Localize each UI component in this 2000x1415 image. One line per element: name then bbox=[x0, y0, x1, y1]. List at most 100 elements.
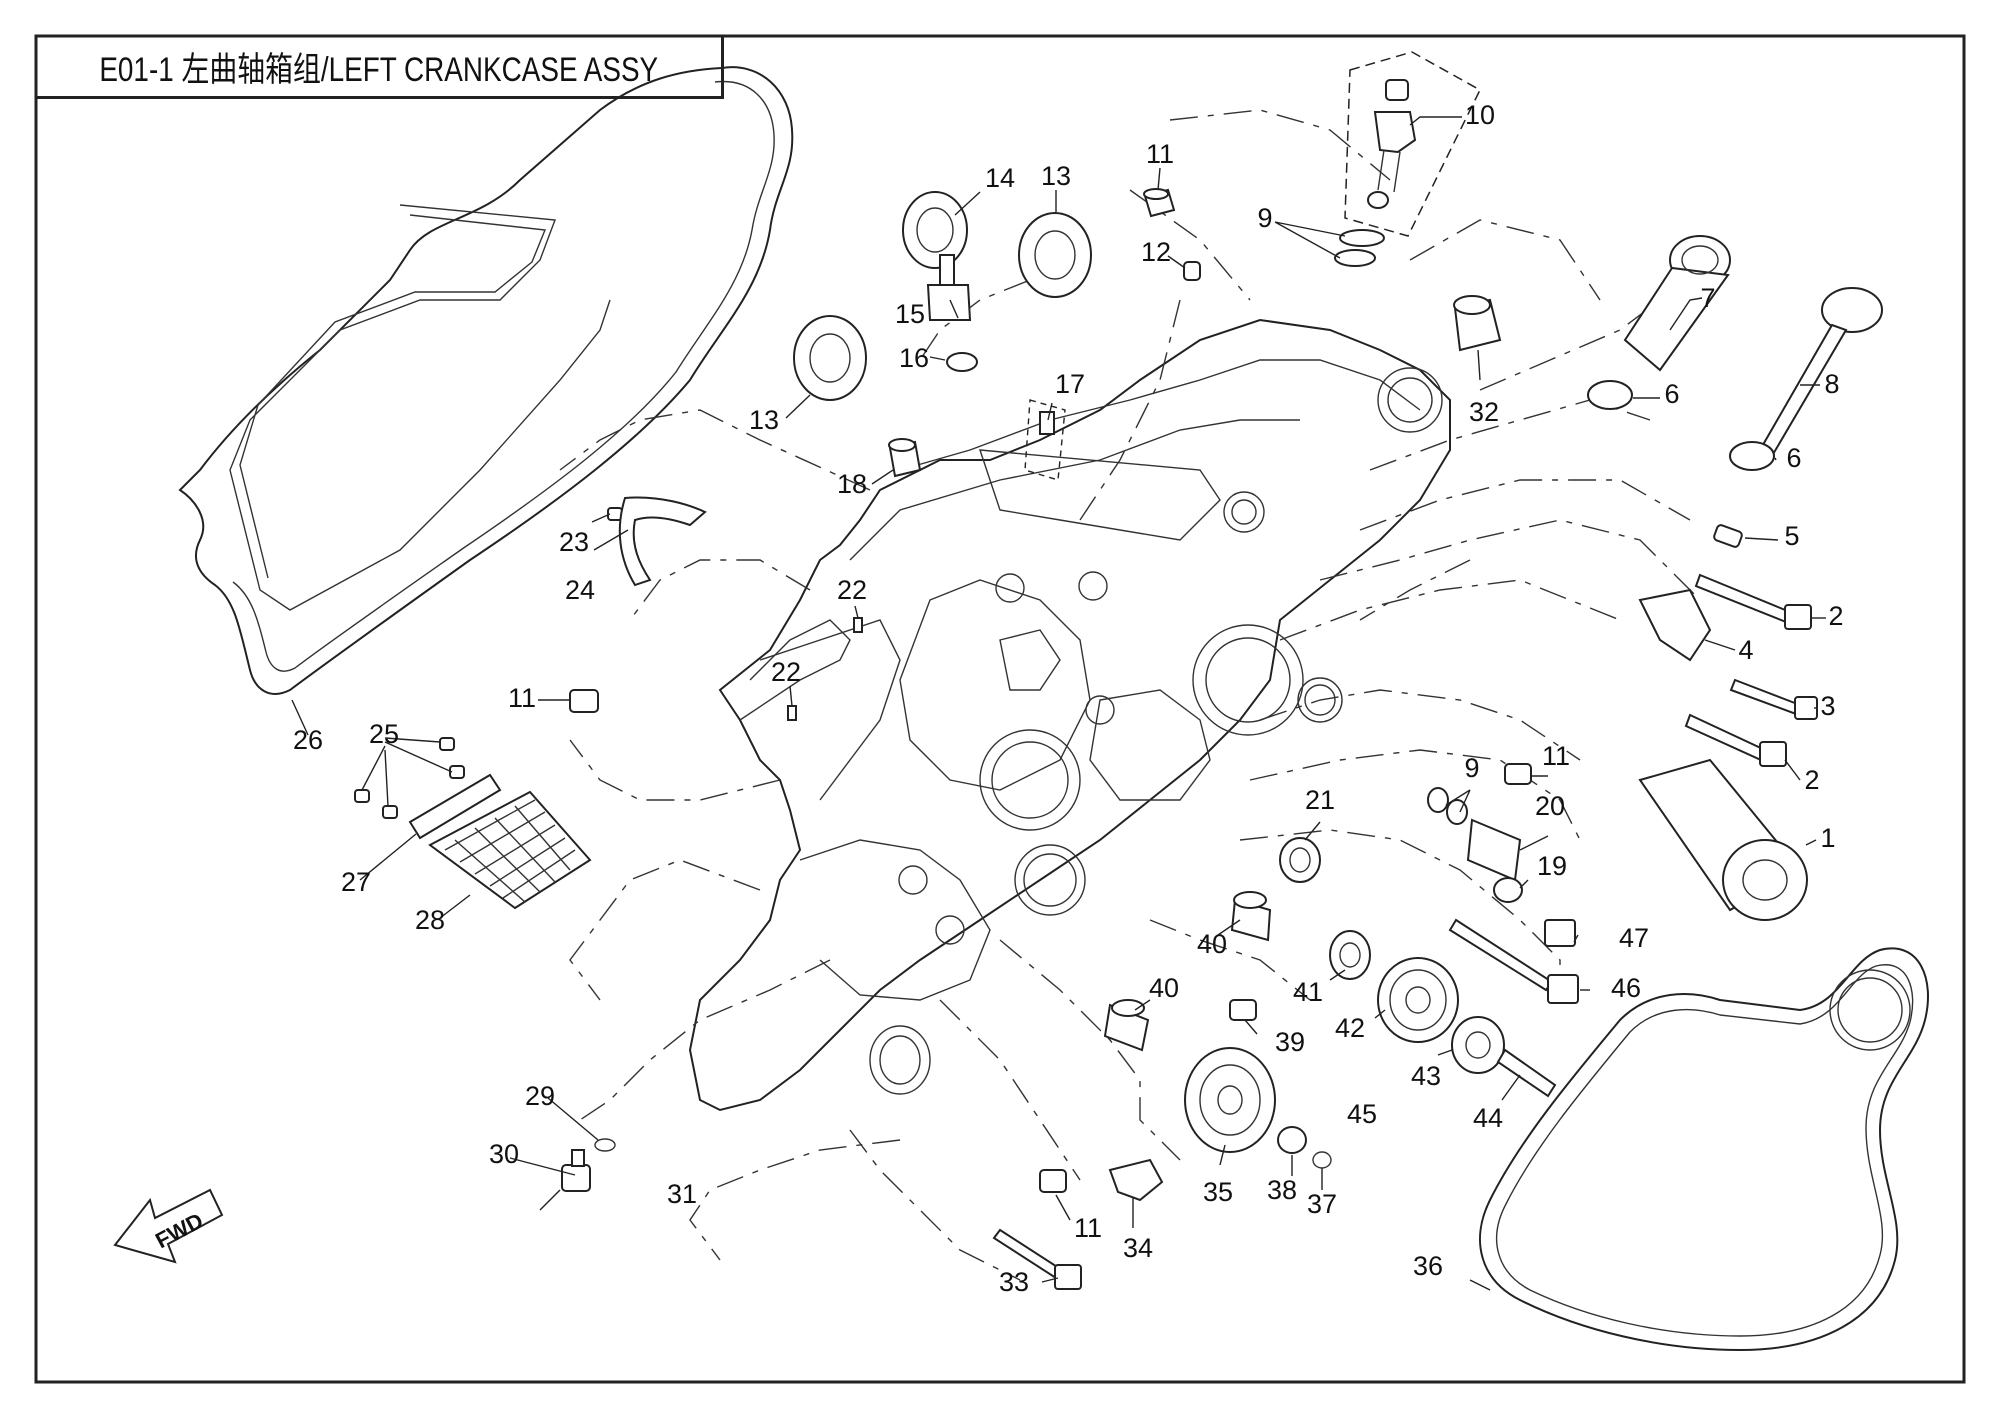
callout-19: 19 bbox=[1537, 851, 1567, 881]
callout-11: 11 bbox=[1074, 1213, 1102, 1243]
callout-17: 17 bbox=[1055, 369, 1085, 399]
part-6-oring-a bbox=[1587, 380, 1633, 410]
diagram-border bbox=[34, 34, 1966, 1384]
callout-2: 2 bbox=[1828, 601, 1843, 631]
part-17-spring bbox=[1024, 399, 1066, 481]
callout-9: 9 bbox=[1464, 753, 1479, 783]
callout-2: 2 bbox=[1804, 765, 1819, 795]
part-28-oil-screen bbox=[428, 790, 592, 910]
part-20-valve bbox=[1466, 818, 1522, 882]
callout-6: 6 bbox=[1786, 443, 1801, 473]
part-11-dowel-top bbox=[1143, 188, 1176, 218]
part-12-plug bbox=[1183, 261, 1201, 281]
callout-labels: 1 2 2 3 4 5 6 6 7 8 9 9 10 11 11 11 11 1… bbox=[151, 100, 1843, 1297]
callout-16: 16 bbox=[899, 343, 929, 373]
part-42-gear bbox=[1377, 957, 1459, 1043]
part-39-dowel bbox=[1229, 999, 1257, 1021]
callout-11: 11 bbox=[1542, 741, 1570, 771]
part-35-gear bbox=[1184, 1047, 1276, 1153]
part-24-plate bbox=[618, 496, 707, 587]
callout-26: 26 bbox=[293, 725, 323, 755]
callout-30: 30 bbox=[489, 1139, 519, 1169]
callout-6: 6 bbox=[1664, 379, 1679, 409]
part-13-bearing-b bbox=[793, 315, 867, 401]
callout-40: 40 bbox=[1149, 973, 1179, 1003]
part-32-cap bbox=[1453, 295, 1502, 352]
callout-25: 25 bbox=[369, 719, 399, 749]
callout-40: 40 bbox=[1197, 929, 1227, 959]
callout-35: 35 bbox=[1203, 1177, 1233, 1207]
part-4-bracket bbox=[1638, 588, 1712, 662]
callout-21: 21 bbox=[1305, 785, 1335, 815]
part-9-washers-right bbox=[1427, 787, 1468, 825]
callout-13: 13 bbox=[749, 405, 779, 435]
callout-11: 11 bbox=[1146, 139, 1174, 169]
part-40-shaft-b bbox=[1103, 999, 1150, 1052]
part-44-shaft bbox=[1496, 1048, 1557, 1098]
callout-42: 42 bbox=[1335, 1013, 1365, 1043]
part-2-bolt-b bbox=[1684, 713, 1787, 767]
callout-1: 1 bbox=[1820, 823, 1835, 853]
callout-11: 11 bbox=[508, 683, 536, 713]
part-11-dowel-left bbox=[569, 689, 599, 713]
part-22-pin-b bbox=[787, 705, 797, 721]
callout-37: 37 bbox=[1307, 1189, 1337, 1219]
callout-22: 22 bbox=[837, 575, 867, 605]
callout-8: 8 bbox=[1824, 369, 1839, 399]
callout-5: 5 bbox=[1784, 521, 1799, 551]
part-9-washers bbox=[1334, 229, 1385, 267]
callout-28: 28 bbox=[415, 905, 445, 935]
part-11-dowel-right bbox=[1504, 763, 1532, 785]
callout-32: 32 bbox=[1469, 397, 1499, 427]
part-21-seal bbox=[1279, 837, 1321, 883]
left-crankcase-31 bbox=[688, 318, 1451, 1112]
callout-13: 13 bbox=[1041, 161, 1071, 191]
callout-47: 47 bbox=[1619, 923, 1649, 953]
part-43-bearing bbox=[1451, 1016, 1505, 1074]
part-41-bearing bbox=[1329, 930, 1371, 980]
part-27-bracket bbox=[408, 773, 502, 840]
callout-27: 27 bbox=[341, 867, 371, 897]
callout-38: 38 bbox=[1267, 1175, 1297, 1205]
part-40-shaft-a bbox=[1230, 891, 1272, 942]
callout-12: 12 bbox=[1141, 237, 1171, 267]
part-18-collar bbox=[888, 438, 922, 478]
callout-7: 7 bbox=[1700, 283, 1715, 313]
part-22-pin-a bbox=[853, 617, 863, 633]
diagram-title: E01-1 左曲轴箱组/LEFT CRANKCASE ASSY bbox=[99, 50, 658, 89]
part-11-dowel-bottom bbox=[1039, 1169, 1067, 1193]
part-30-drain-bolt bbox=[561, 1149, 591, 1192]
callout-41: 41 bbox=[1293, 977, 1323, 1007]
callout-18: 18 bbox=[837, 469, 867, 499]
callout-14: 14 bbox=[985, 163, 1015, 193]
title-box: E01-1 左曲轴箱组/LEFT CRANKCASE ASSY bbox=[36, 36, 724, 99]
part-6-oring-b bbox=[1729, 441, 1775, 471]
part-46-bolt bbox=[1448, 918, 1579, 1004]
callout-39: 39 bbox=[1275, 1027, 1305, 1057]
part-38-washer bbox=[1277, 1126, 1307, 1154]
assembly-lines bbox=[559, 109, 1701, 1281]
part-16-washer bbox=[946, 352, 978, 372]
part-8-dipstick bbox=[1758, 287, 1883, 458]
part-1-oil-filter bbox=[1638, 758, 1808, 921]
callout-24: 24 bbox=[565, 575, 595, 605]
part-3-bolt bbox=[1729, 678, 1818, 720]
callout-44: 44 bbox=[1473, 1103, 1503, 1133]
part-10-bolt-assy bbox=[1344, 51, 1481, 237]
part-15-sensor bbox=[926, 254, 972, 321]
part-19-washer bbox=[1493, 877, 1523, 903]
callout-34: 34 bbox=[1123, 1233, 1153, 1263]
part-14-bearing bbox=[902, 191, 968, 269]
part-47-bolt bbox=[1544, 919, 1576, 947]
part-34-bracket bbox=[1108, 1158, 1164, 1202]
callout-20: 20 bbox=[1535, 791, 1565, 821]
callout-31: 31 bbox=[667, 1179, 697, 1209]
part-29-oring bbox=[594, 1138, 616, 1152]
part-37-clip bbox=[1312, 1151, 1332, 1169]
callout-4: 4 bbox=[1738, 635, 1753, 665]
callout-10: 10 bbox=[1465, 100, 1495, 130]
callout-23: 23 bbox=[559, 527, 589, 557]
callout-9: 9 bbox=[1257, 203, 1272, 233]
callout-45: 45 bbox=[1347, 1099, 1377, 1129]
